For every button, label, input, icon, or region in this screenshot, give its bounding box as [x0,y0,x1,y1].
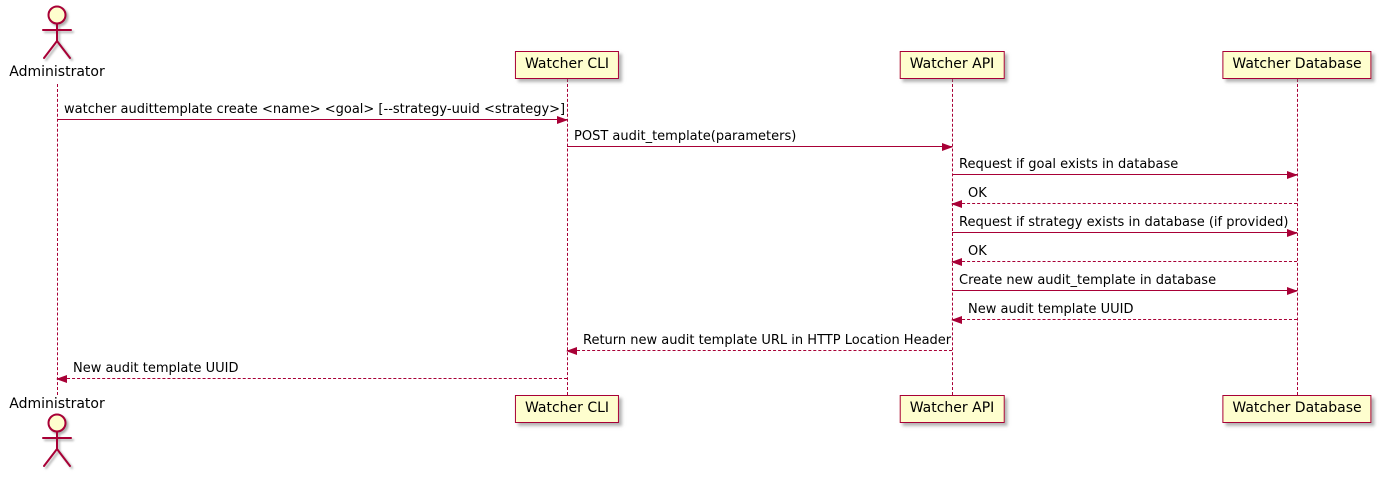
message-3: Request if goal exists in database [952,157,1298,179]
arrow-head-icon [1287,170,1298,179]
message-label: Request if strategy exists in database (… [959,215,1289,230]
message-arrow-line [56,374,567,383]
arrow-head-icon [1287,228,1298,237]
message-arrow-line [951,199,1297,208]
lifeline-watcher-cli [567,79,568,395]
arrow-head-icon [951,315,962,324]
message-arrow-line [952,228,1298,237]
message-5: Request if strategy exists in database (… [952,215,1298,237]
message-label: New audit template UUID [73,361,239,376]
message-8: New audit template UUID [951,302,1297,324]
message-arrow-line [952,170,1298,179]
message-label: POST audit_template(parameters) [574,129,797,144]
message-arrow-line [951,257,1297,266]
message-9: Return new audit template URL in HTTP Lo… [566,333,952,355]
arrow-head-icon [942,142,953,151]
message-7: Create new audit_template in database [952,273,1298,295]
message-label: New audit template UUID [968,302,1134,317]
participant-watcher-cli-bottom: Watcher CLI [514,395,620,423]
message-1: watcher audittemplate create <name> <goa… [57,102,568,124]
message-10: New audit template UUID [56,361,567,383]
arrow-head-icon [566,346,577,355]
participant-watcher-cli-top: Watcher CLI [514,51,620,79]
arrow-head-icon [951,257,962,266]
lifeline-administrator [57,84,58,395]
actor-label-bottom: Administrator [7,396,107,412]
message-label: OK [968,244,987,259]
message-2: POST audit_template(parameters) [567,129,953,151]
arrow-head-icon [1287,286,1298,295]
arrow-head-icon [557,115,568,124]
message-label: watcher audittemplate create <name> <goa… [64,102,566,117]
arrow-head-icon [56,374,67,383]
actor-icon [35,4,79,62]
lifeline-watcher-database [1297,79,1298,395]
message-arrow-line [951,315,1297,324]
participant-watcher-api-top: Watcher API [899,51,1005,79]
actor-label-top: Administrator [7,64,107,80]
participant-watcher-api-bottom: Watcher API [899,395,1005,423]
lifeline-watcher-api [952,79,953,395]
message-6: OK [951,244,1297,266]
message-arrow-line [57,115,568,124]
message-arrow-line [567,142,953,151]
actor-icon [35,412,79,470]
message-label: Create new audit_template in database [959,273,1217,288]
message-arrow-line [566,346,952,355]
message-label: Request if goal exists in database [959,157,1179,172]
participant-watcher-database-bottom: Watcher Database [1222,395,1372,423]
participant-watcher-database-top: Watcher Database [1222,51,1372,79]
message-4: OK [951,186,1297,208]
message-label: OK [968,186,987,201]
message-label: Return new audit template URL in HTTP Lo… [583,333,952,348]
arrow-head-icon [951,199,962,208]
message-arrow-line [952,286,1298,295]
